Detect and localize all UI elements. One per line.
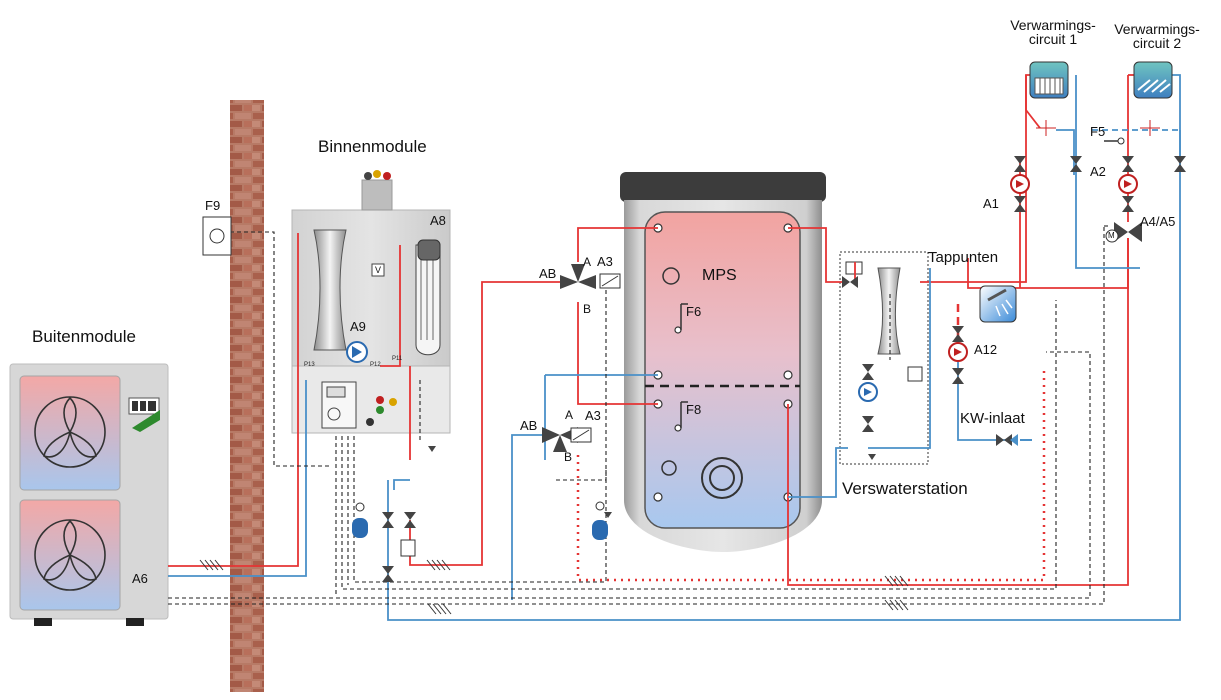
fresh-water-station-label: Verswaterstation: [842, 479, 968, 498]
heat-pump-fan-icon: [34, 519, 106, 591]
fresh-water-station: [839, 251, 929, 465]
cold-water-inlet-label: KW-inlaat: [960, 410, 1025, 427]
heating-circuit-1-label: Verwarmings- circuit 1: [1010, 17, 1096, 47]
bypass-valve-icon: [1036, 120, 1160, 136]
pump-icon: [858, 382, 878, 402]
a2-label: A2: [1090, 164, 1106, 179]
control-panel-icon: [321, 381, 357, 429]
ab-top-label: AB: [539, 266, 557, 281]
mps-buffer-tank: [620, 172, 826, 552]
motor-m-label: M: [1108, 231, 1115, 240]
cold-water-inlet-arrow: [1010, 434, 1032, 446]
outdoor-unit-label: Buitenmodule: [32, 327, 136, 346]
a1-label: A1: [983, 196, 999, 211]
three-way-valve-icon: [542, 427, 592, 452]
pump-icon: [346, 341, 368, 363]
drain-valve-icon: [428, 446, 876, 518]
f6-label: F6: [686, 304, 702, 319]
port-a-bottom-label: A: [565, 408, 574, 422]
port-b-bottom-label: B: [564, 450, 573, 464]
mps-label: MPS: [702, 267, 737, 284]
control-wiring: [168, 225, 1110, 605]
pump-icon: [1118, 174, 1138, 194]
pipe-crossing-marks: [199, 559, 909, 615]
p13-label: P13: [304, 362, 315, 368]
port-a-top-label: A: [583, 255, 592, 269]
shower-icon: [979, 285, 1017, 323]
p11-label: P11: [392, 356, 403, 362]
a4-a5-label: A4/A5: [1140, 214, 1176, 229]
supply-piping: [168, 74, 1144, 586]
outdoor-sensor-f9: [202, 216, 232, 256]
valve-v-label: V: [375, 265, 382, 275]
brick-wall: [230, 100, 264, 692]
a12-label: A12: [974, 342, 998, 357]
brand-logo: [128, 397, 160, 432]
sensor-f5: [1104, 137, 1125, 145]
pump-icon: [948, 342, 968, 362]
dotted-supply-line: [576, 370, 1046, 582]
heat-pump-fan-icon: [34, 396, 106, 468]
a6-label: A6: [132, 571, 148, 586]
heating-circuit-2-label: Verwarmings- circuit 2: [1114, 21, 1200, 51]
indoor-module-label: Binnenmodule: [318, 137, 427, 156]
safety-group-icon: [364, 170, 391, 180]
floor-heating-icon: [1133, 61, 1173, 99]
three-way-valve-icon: [560, 264, 621, 289]
tap-points-label: Tappunten: [928, 249, 999, 266]
f8-label: F8: [686, 402, 702, 417]
valve-icon: [382, 156, 1186, 582]
a3-top-label: A3: [597, 254, 613, 269]
outdoor-unit: [9, 363, 169, 626]
f9-label: F9: [205, 198, 221, 213]
radiator-icon: [1029, 61, 1069, 99]
ab-bottom-label: AB: [520, 418, 538, 433]
f5-label: F5: [1090, 124, 1106, 139]
port-b-top-label: B: [583, 302, 592, 316]
a9-label: A9: [350, 319, 366, 334]
expansion-vessel-icon: [352, 501, 608, 540]
motor-icon: [1105, 229, 1119, 243]
indoor-module: [291, 170, 451, 434]
check-valve-icon: [400, 539, 416, 557]
a3-bottom-label: A3: [585, 408, 601, 423]
pump-icon: [1010, 174, 1030, 194]
p12-label: P12: [370, 362, 381, 368]
a8-label: A8: [430, 213, 446, 228]
